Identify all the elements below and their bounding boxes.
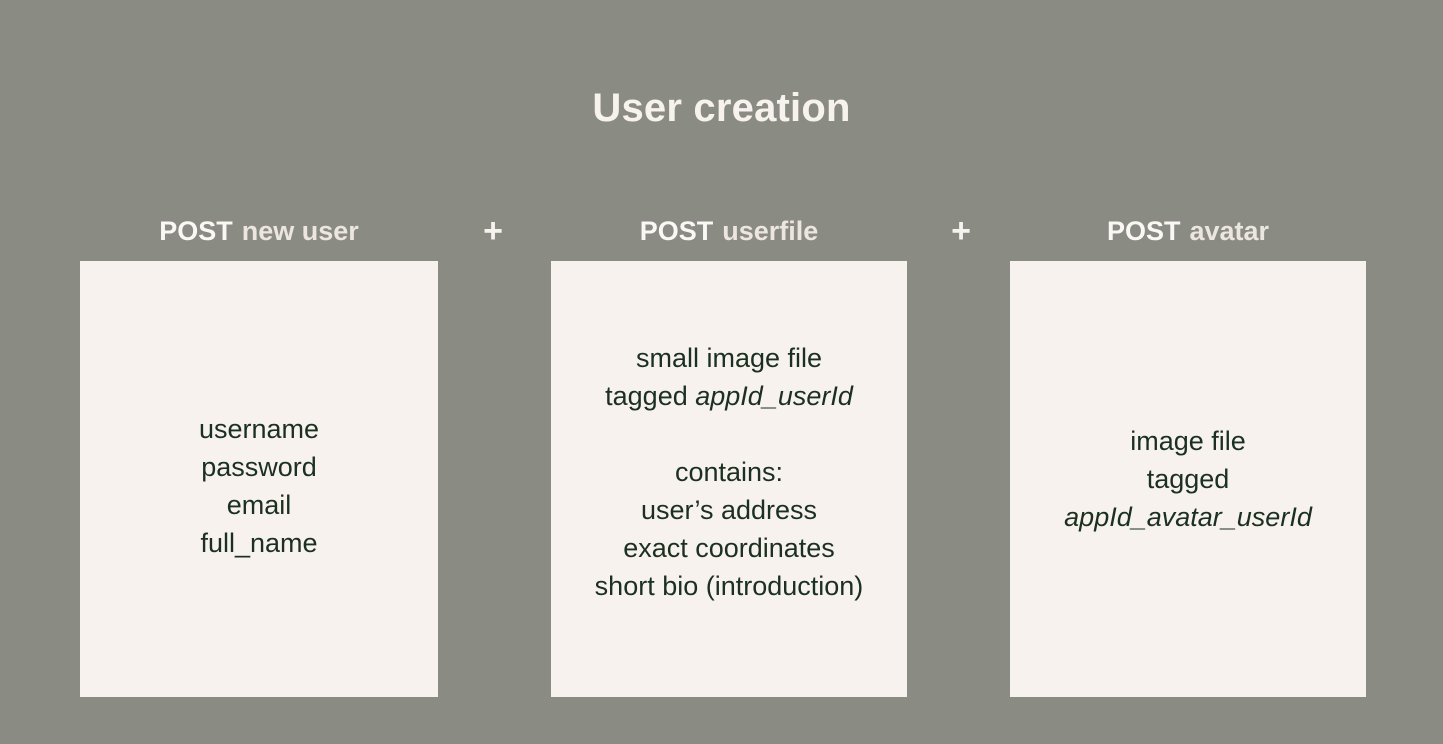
card-text-line: tagged bbox=[1016, 460, 1360, 498]
card-text-value: email bbox=[226, 490, 292, 520]
card-text-value: exact coordinates bbox=[623, 533, 835, 563]
card-text-value: image file bbox=[1130, 426, 1246, 456]
card-avatar: image file tagged appId_avatar_userId bbox=[1010, 261, 1366, 697]
card-text-prefix: tagged bbox=[605, 381, 696, 411]
card-new-user: username password email full_name bbox=[80, 261, 438, 697]
card-content: image file tagged appId_avatar_userId bbox=[1016, 422, 1360, 536]
card-text-line: password bbox=[86, 448, 432, 486]
card-content: username password email full_name bbox=[86, 410, 432, 562]
http-method-label: POST bbox=[159, 215, 233, 246]
card-text-line: short bio (introduction) bbox=[557, 567, 901, 605]
resource-label: avatar bbox=[1189, 215, 1270, 246]
card-text-line: full_name bbox=[86, 524, 432, 562]
column-header-userfile: POST userfile bbox=[551, 210, 907, 252]
resource-label: new user bbox=[241, 215, 359, 246]
card-text-line: appId_avatar_userId bbox=[1016, 498, 1360, 536]
plus-separator-2: + bbox=[951, 212, 971, 250]
card-text-value: contains: bbox=[674, 457, 784, 487]
card-text-value: user’s address bbox=[640, 495, 818, 525]
card-text-identifier: appId_userId bbox=[695, 381, 853, 411]
card-text-line: exact coordinates bbox=[557, 529, 901, 567]
http-method-label: POST bbox=[639, 215, 714, 246]
card-text-line: tagged appId_userId bbox=[557, 377, 901, 415]
column-header-row: POST new user + POST userfile + POST ava… bbox=[0, 210, 1443, 252]
http-method-label: POST bbox=[1106, 215, 1181, 246]
card-text-line: image file bbox=[1016, 422, 1360, 460]
card-text-identifier: appId_avatar_userId bbox=[1064, 502, 1312, 532]
card-text-line: contains: bbox=[557, 453, 901, 491]
resource-label: userfile bbox=[722, 215, 819, 246]
card-text-value: tagged bbox=[1146, 464, 1230, 494]
card-text-value: password bbox=[201, 452, 317, 482]
plus-separator-1: + bbox=[483, 212, 503, 250]
card-text-block: contains: user’s address exact coordinates… bbox=[557, 453, 901, 605]
card-text-line: username bbox=[86, 410, 432, 448]
card-text-line: user’s address bbox=[557, 491, 901, 529]
card-text-block: image file tagged appId_avatar_userId bbox=[1016, 422, 1360, 536]
card-text-value: small image file bbox=[635, 343, 823, 373]
column-header-avatar: POST avatar bbox=[1010, 210, 1366, 252]
page-title: User creation bbox=[592, 86, 851, 130]
column-header-new-user: POST new user bbox=[80, 210, 438, 252]
card-text-block: small image file tagged appId_userId bbox=[557, 339, 901, 415]
card-text-value: username bbox=[198, 414, 320, 444]
card-text-line: email bbox=[86, 486, 432, 524]
card-text-value: short bio (introduction) bbox=[594, 571, 864, 601]
card-text-line: small image file bbox=[557, 339, 901, 377]
card-text-block: username password email full_name bbox=[86, 410, 432, 562]
card-text-value: full_name bbox=[200, 528, 318, 558]
